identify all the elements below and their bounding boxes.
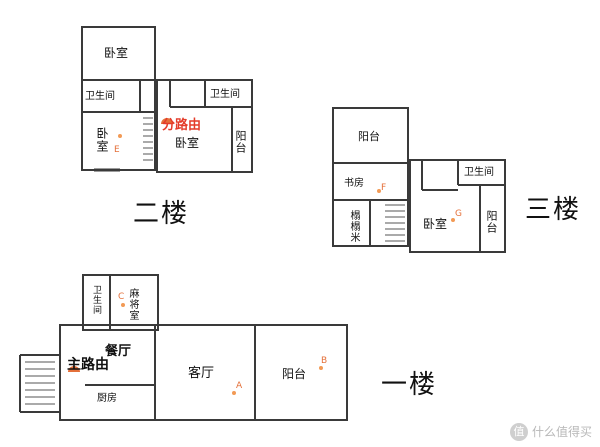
room-bedroom: 卧室 — [104, 46, 129, 60]
measure-point-icon — [377, 189, 381, 193]
room-bathroom: 卫生间 — [91, 285, 101, 315]
floor2-walls — [81, 26, 253, 173]
router-marker-main — [68, 366, 80, 372]
stairs — [25, 117, 405, 405]
room-bathroom: 卫生间 — [464, 167, 494, 178]
floor-title-1: 一楼 — [381, 370, 438, 400]
floor-title-3: 三楼 — [525, 195, 582, 225]
room-bedroom: 卧室 — [95, 127, 109, 153]
main-router-label: 主路由 — [67, 357, 109, 373]
router-marker-sub — [161, 118, 173, 124]
point-label-e: E — [114, 145, 120, 155]
point-label-a: A — [236, 381, 243, 391]
room-living: 客厅 — [188, 366, 215, 381]
point-label-f: F — [381, 183, 387, 193]
measure-point-icon — [451, 218, 455, 222]
measure-point-icon — [319, 366, 323, 370]
brand-logo-icon: 值 — [509, 423, 528, 441]
floor3-walls — [332, 107, 506, 253]
room-bathroom: 卫生间 — [210, 89, 240, 100]
room-kitchen: 厨房 — [97, 393, 117, 404]
point-label-g: G — [455, 209, 462, 219]
watermark-text: 什么值得买 — [531, 424, 592, 439]
room-bedroom: 卧室 — [175, 136, 200, 150]
room-balcony: 阳台 — [485, 210, 498, 234]
room-tatami: 榻榻米 — [348, 210, 359, 243]
point-label-c: C — [118, 292, 125, 302]
sub-router-label: 分路由 — [162, 118, 202, 133]
room-bedroom: 卧室 — [423, 217, 448, 231]
measure-point-icon — [121, 303, 125, 307]
room-dining: 餐厅 — [105, 344, 132, 359]
measure-point-icon — [232, 391, 236, 395]
room-bathroom: 卫生间 — [85, 91, 115, 102]
floor-title-2: 二楼 — [133, 199, 190, 229]
measure-point-icon — [118, 134, 122, 138]
room-study: 书房 — [344, 178, 364, 189]
room-balcony: 阳台 — [358, 130, 380, 143]
floor1-walls — [19, 274, 348, 421]
watermark: 值什么值得买 — [509, 423, 592, 441]
room-balcony: 阳台 — [282, 367, 307, 381]
room-balcony: 阳台 — [234, 130, 247, 154]
room-mahjong: 麻将室 — [127, 288, 138, 321]
point-label-b: B — [321, 356, 328, 366]
